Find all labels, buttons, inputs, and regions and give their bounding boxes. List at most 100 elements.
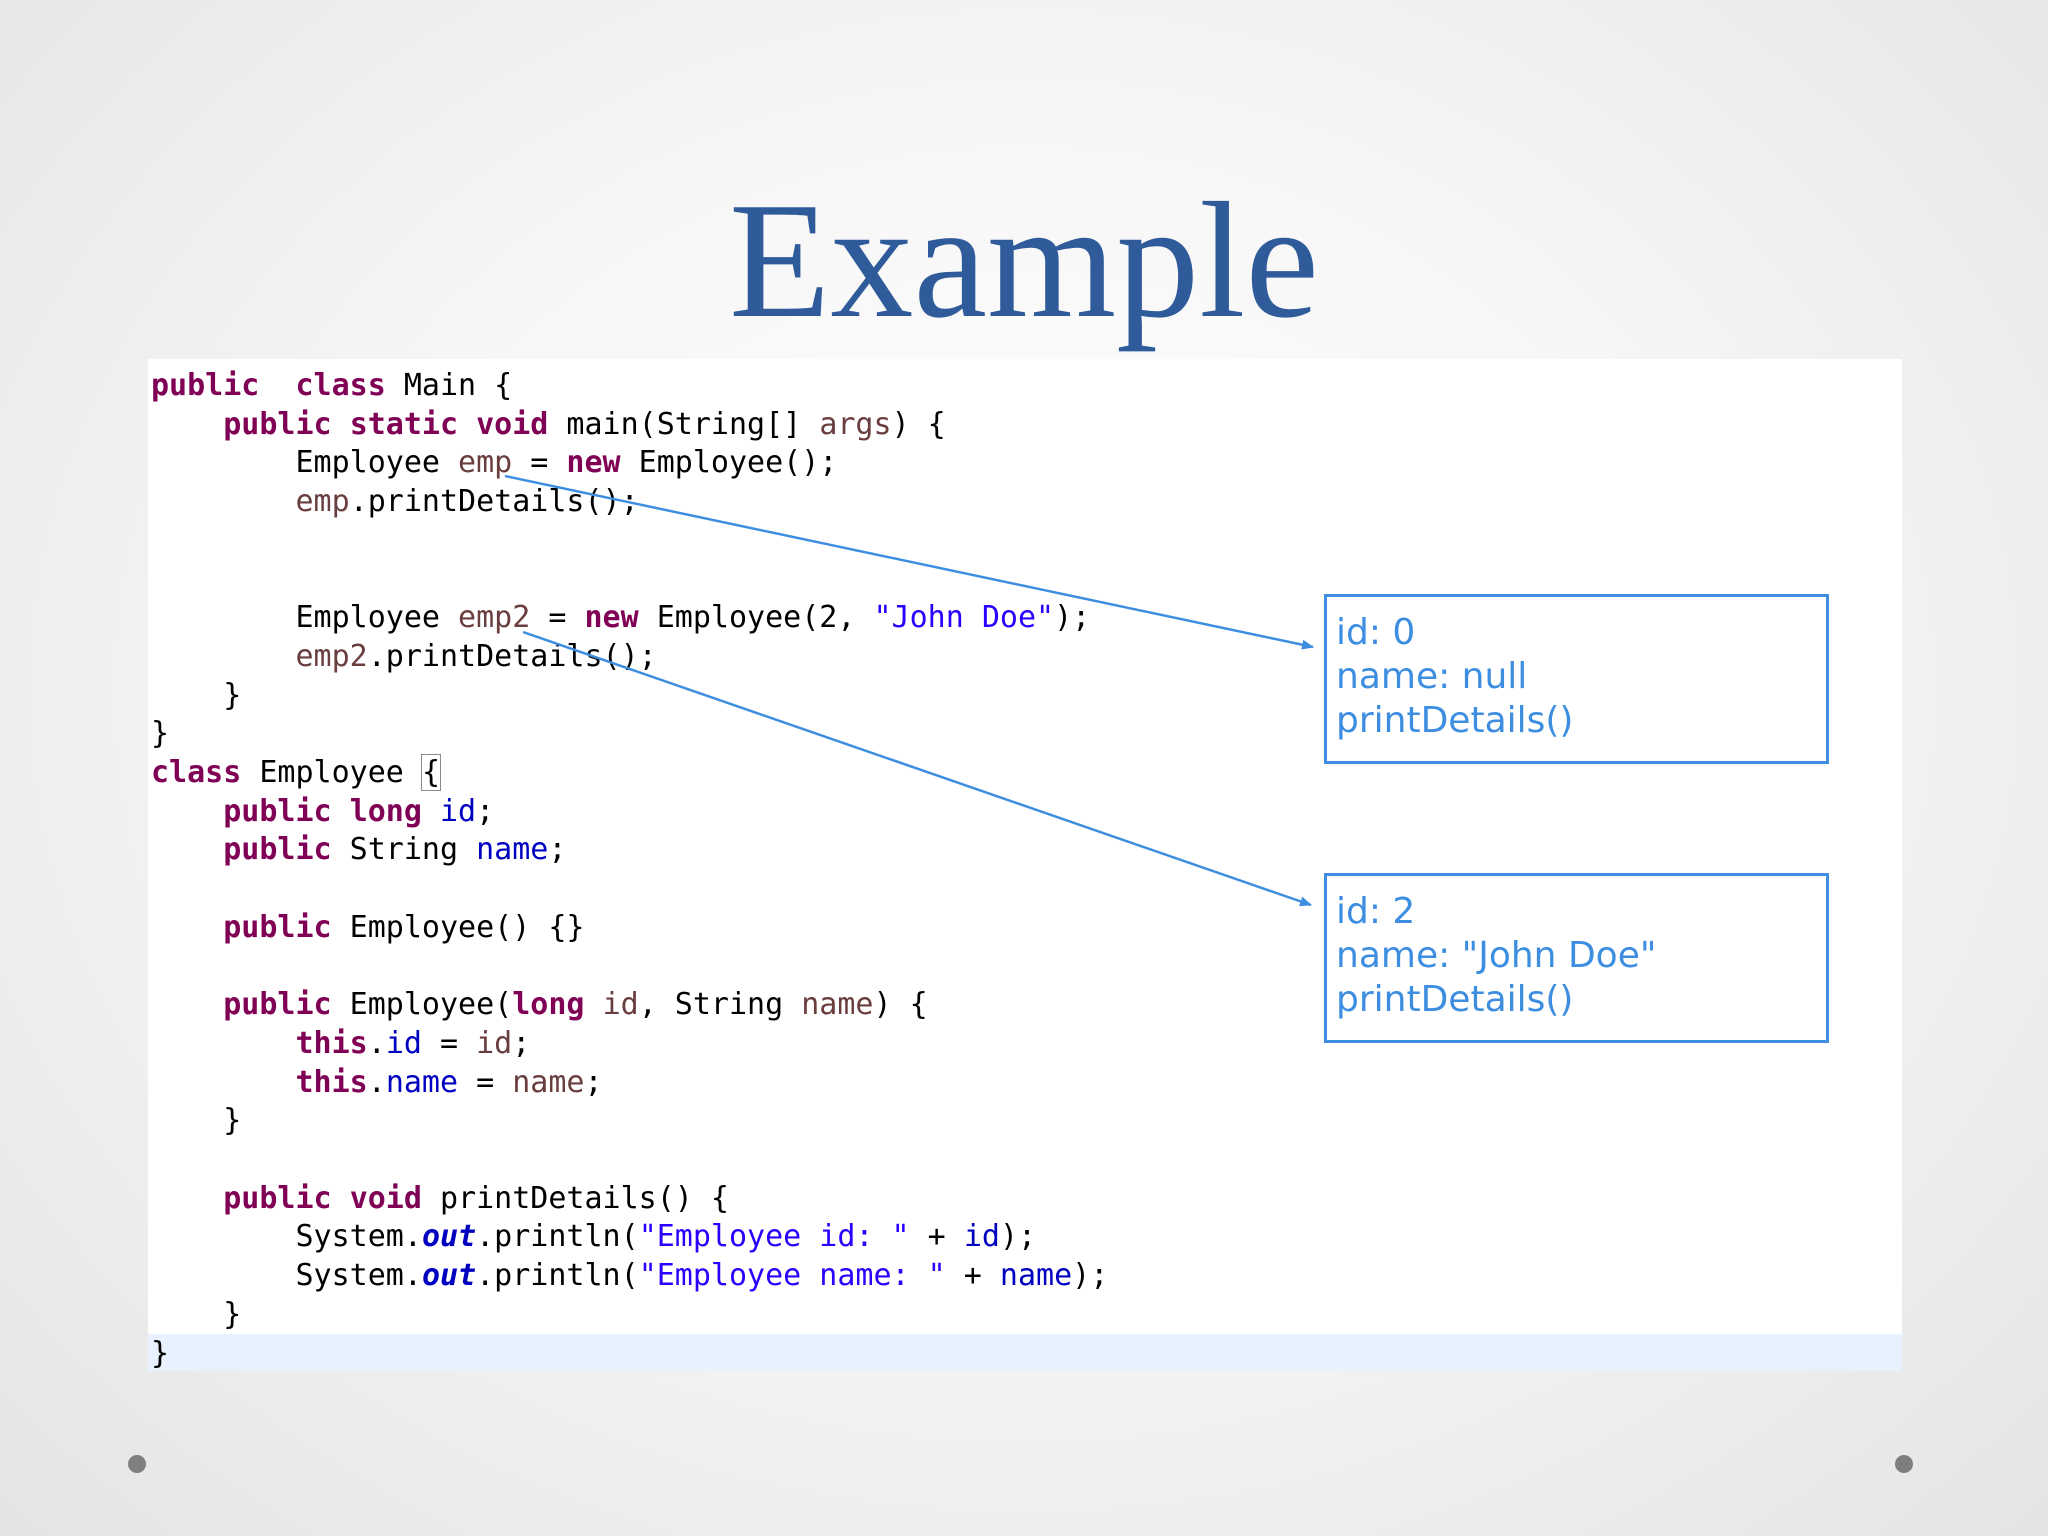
code-token: public — [223, 987, 332, 1023]
code-token: args — [819, 406, 892, 442]
code-line: public void printDetails() { — [151, 1180, 729, 1218]
code-token: name — [476, 832, 549, 868]
code-token: ; — [512, 1025, 531, 1061]
code-token: emp2 — [458, 600, 531, 636]
code-token: } — [151, 1335, 170, 1371]
code-line: public long id; — [151, 793, 494, 831]
code-line: System.out.println("Employee id: " + id)… — [151, 1218, 1036, 1256]
code-token: String — [331, 832, 477, 868]
code-token: out — [421, 1258, 477, 1294]
code-panel: public class Main { public static void m… — [148, 359, 1902, 1371]
code-line: public Employee(long id, String name) { — [151, 986, 928, 1024]
object-id-field: id: 0 — [1336, 612, 1416, 653]
code-token: Employee() {} — [331, 909, 585, 945]
code-token: . — [367, 1025, 386, 1061]
code-token: ) { — [873, 987, 928, 1023]
code-token: name — [512, 1064, 585, 1100]
code-line: } — [151, 1335, 169, 1373]
code-line: public Employee() {} — [151, 909, 585, 947]
object-box-emp: id: 0 name: null printDetails() — [1324, 594, 1829, 764]
object-method: printDetails() — [1336, 700, 1574, 741]
code-token: Employee — [151, 600, 459, 636]
code-line: emp2.printDetails(); — [151, 638, 657, 676]
code-line: public static void main(String[] args) { — [151, 406, 946, 444]
code-token: static — [349, 406, 459, 442]
code-token: public — [223, 832, 332, 868]
code-token: .printDetails(); — [349, 484, 639, 520]
code-line: Employee emp = new Employee(); — [151, 444, 837, 482]
code-token: public — [151, 368, 260, 403]
object-box-emp2: id: 2 name: "John Doe" printDetails() — [1324, 873, 1829, 1043]
code-token: } — [151, 1103, 242, 1139]
object-id-field: id: 2 — [1336, 891, 1416, 932]
code-token: ); — [1072, 1258, 1109, 1294]
code-token: class — [151, 755, 242, 790]
code-token: Employee(2, — [638, 600, 874, 636]
code-token: out — [421, 1219, 477, 1255]
code-token: = — [512, 445, 567, 481]
code-token: name — [999, 1258, 1073, 1294]
object-name-field: name: "John Doe" — [1336, 935, 1657, 976]
code-token: + — [945, 1258, 1000, 1294]
code-line: emp.printDetails(); — [151, 483, 639, 521]
code-token: Employee — [241, 755, 422, 790]
arrow-emp-to-object-1 — [504, 474, 1314, 650]
left-bullet-dot — [128, 1455, 146, 1473]
object-name-field: name: null — [1336, 656, 1528, 697]
code-token: } — [151, 677, 242, 713]
code-token: .printDetails(); — [367, 638, 657, 674]
code-line: Employee emp2 = new Employee(2, "John Do… — [151, 599, 1090, 637]
right-bullet-dot — [1895, 1455, 1913, 1473]
code-token: name — [801, 987, 874, 1023]
code-line: } — [151, 715, 169, 753]
code-line: this.name = name; — [151, 1064, 603, 1102]
code-token: emp — [295, 484, 350, 520]
code-token: { — [420, 754, 442, 791]
code-token: = — [458, 1064, 513, 1100]
code-token: "Employee name: " — [638, 1258, 946, 1294]
code-line: System.out.println("Employee name: " + n… — [151, 1257, 1108, 1295]
code-token: = — [530, 600, 585, 636]
code-line: public class Main { — [151, 367, 512, 405]
code-line: } — [151, 1296, 241, 1334]
code-token: Employee(); — [620, 445, 838, 481]
code-token: "Employee id: " — [638, 1219, 910, 1255]
code-token: public — [223, 793, 332, 829]
code-token: . — [367, 1064, 386, 1100]
code-token: id — [963, 1219, 1000, 1255]
code-line: } — [151, 1102, 241, 1140]
code-token: Employee( — [331, 987, 513, 1023]
code-token: id — [476, 1025, 513, 1061]
code-token: public — [223, 1180, 332, 1216]
code-line: this.id = id; — [151, 1025, 531, 1063]
code-token: id — [440, 793, 477, 829]
code-token: long — [349, 793, 422, 829]
object-method: printDetails() — [1336, 979, 1574, 1020]
code-token: public — [223, 909, 332, 945]
code-token: id — [602, 987, 639, 1023]
code-token: void — [349, 1180, 422, 1216]
code-token: ; — [548, 832, 567, 868]
code-token: this — [295, 1064, 368, 1100]
code-token: void — [476, 406, 549, 442]
current-line-highlight — [148, 1334, 1902, 1371]
code-token: emp2 — [295, 638, 368, 674]
code-token: id — [385, 1025, 422, 1061]
code-line: class Employee { — [151, 754, 442, 792]
code-token: = — [421, 1025, 477, 1061]
code-token: public — [223, 406, 332, 442]
code-token: ; — [584, 1064, 603, 1100]
code-token: printDetails() { — [421, 1180, 729, 1216]
slide-title: Example — [729, 168, 1319, 352]
code-token: this — [295, 1025, 368, 1061]
code-token: , String — [638, 987, 802, 1023]
code-token: System. — [151, 1258, 422, 1294]
code-token: ; — [476, 793, 495, 829]
code-token: "John Doe" — [873, 600, 1055, 636]
code-token: name — [385, 1064, 459, 1100]
code-token: System. — [151, 1219, 422, 1255]
arrow-emp2-to-object-2 — [522, 630, 1312, 907]
code-token: emp — [458, 445, 513, 481]
code-token: ) { — [891, 406, 946, 442]
code-token: new — [584, 600, 639, 636]
